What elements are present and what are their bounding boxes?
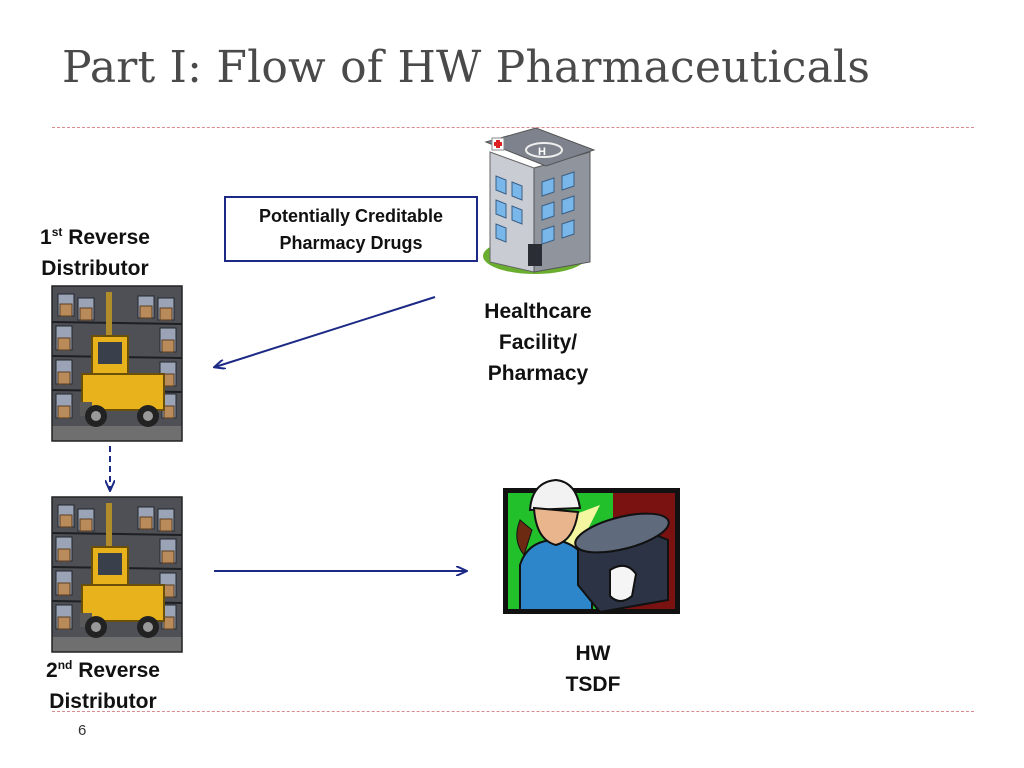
title-divider xyxy=(52,127,974,128)
second-warehouse-forklift-icon xyxy=(51,496,183,653)
page-number: 6 xyxy=(78,722,87,739)
ordinal-suffix: st xyxy=(51,225,63,239)
tsdf-line2: TSDF xyxy=(565,673,621,696)
tsdf-line1: HW xyxy=(575,642,611,665)
slide-title: Part I: Flow of HW Pharmaceuticals xyxy=(62,42,871,93)
facility-line2: Facility/ xyxy=(498,331,578,354)
svg-text:H: H xyxy=(538,146,546,158)
label-word: Reverse xyxy=(78,659,160,682)
potentially-creditable-callout: Potentially Creditable Pharmacy Drugs xyxy=(224,196,478,262)
hw-tsdf-label: HW TSDF xyxy=(548,638,638,700)
callout-line1: Potentially Creditable xyxy=(258,206,444,226)
label-line2: Distributor xyxy=(41,257,149,280)
facility-line1: Healthcare xyxy=(484,300,592,323)
ordinal-suffix: nd xyxy=(57,658,73,672)
label-line2: Distributor xyxy=(49,690,157,713)
ordinal-number: 1 xyxy=(40,226,52,249)
callout-line2: Pharmacy Drugs xyxy=(279,233,423,253)
label-word: Reverse xyxy=(68,226,150,249)
ordinal-number: 2 xyxy=(46,659,58,682)
facility-to-first-distributor-arrow xyxy=(215,296,436,367)
facility-line3: Pharmacy xyxy=(487,362,589,385)
footer-divider xyxy=(52,711,974,712)
hospital-building-icon: H xyxy=(483,127,596,274)
first-warehouse-forklift-icon xyxy=(51,285,183,442)
healthcare-facility-label: Healthcare Facility/ Pharmacy xyxy=(460,296,616,389)
hazardous-waste-worker-icon xyxy=(503,478,680,614)
second-reverse-distributor-label: 2nd Reverse Distributor xyxy=(46,655,160,717)
first-reverse-distributor-label: 1st Reverse Distributor xyxy=(40,222,150,284)
